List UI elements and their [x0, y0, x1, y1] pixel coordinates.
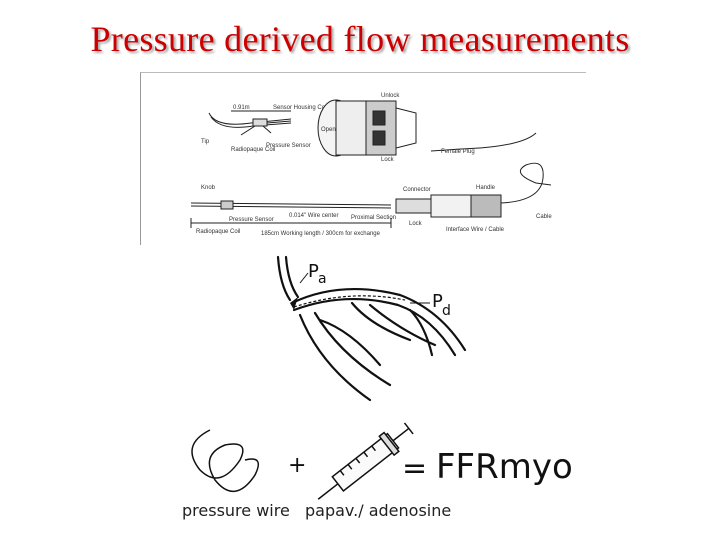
label-pressure-sensor: Pressure Sensor [266, 143, 311, 149]
label-pa-main: P [308, 261, 319, 282]
sensor-closeup [208, 110, 292, 136]
label-cable: Cable [536, 214, 552, 220]
label-handle: Handle [476, 185, 496, 191]
label-pressure-sensor-2: Pressure Sensor [229, 217, 274, 223]
equals-sign: = [402, 451, 427, 486]
coronary-artery-illustration: P a P d [260, 255, 480, 410]
label-radiopaque: Radiopaque Coil [231, 147, 275, 153]
pressure-wire-schematic: 0.91m Sensor Housing Covering Tip Radiop… [140, 72, 586, 245]
label-interface: Interface Wire / Cable [446, 227, 505, 233]
label-lock-2: Lock [409, 221, 423, 227]
label-male-plug: Female Plug [441, 149, 475, 155]
label-sensor-housing: Sensor Housing Covering [273, 105, 341, 111]
label-unlock: Unlock [381, 93, 400, 99]
coiled-wire-icon [191, 429, 260, 492]
plus-sign: + [288, 453, 306, 478]
label-radiopaque-2: Radiopaque Coil [196, 229, 240, 235]
label-tip: Tip [201, 139, 210, 145]
label-wire: 0.014" Wire center [289, 213, 339, 219]
label-connector: Connector [403, 187, 431, 193]
label-open: Open [321, 127, 336, 133]
label-pd-sub: d [442, 303, 451, 319]
caption-pressure-wire: pressure wire [182, 501, 290, 520]
slide-title: Pressure derived flow measurements [90, 19, 630, 59]
full-wire [190, 162, 552, 228]
caption-papaverine-adenosine: papav./ adenosine [305, 501, 451, 520]
label-knob: Knob [201, 185, 216, 191]
label-shaft: Proximal Section [351, 215, 396, 221]
syringe-icon [317, 422, 414, 500]
label-pd-main: P [432, 291, 443, 312]
ffrmyo-result: FFRmyo [436, 447, 573, 487]
connector-closeup [317, 99, 537, 157]
ffr-equation: pressure wire + papav./ adenosine = FFRm… [180, 420, 580, 535]
label-lock: Lock [381, 157, 395, 163]
label-top-left: 0.91m [233, 105, 250, 111]
label-pa-sub: a [318, 271, 327, 287]
label-length-note: 185cm Working length / 300cm for exchang… [261, 231, 381, 237]
